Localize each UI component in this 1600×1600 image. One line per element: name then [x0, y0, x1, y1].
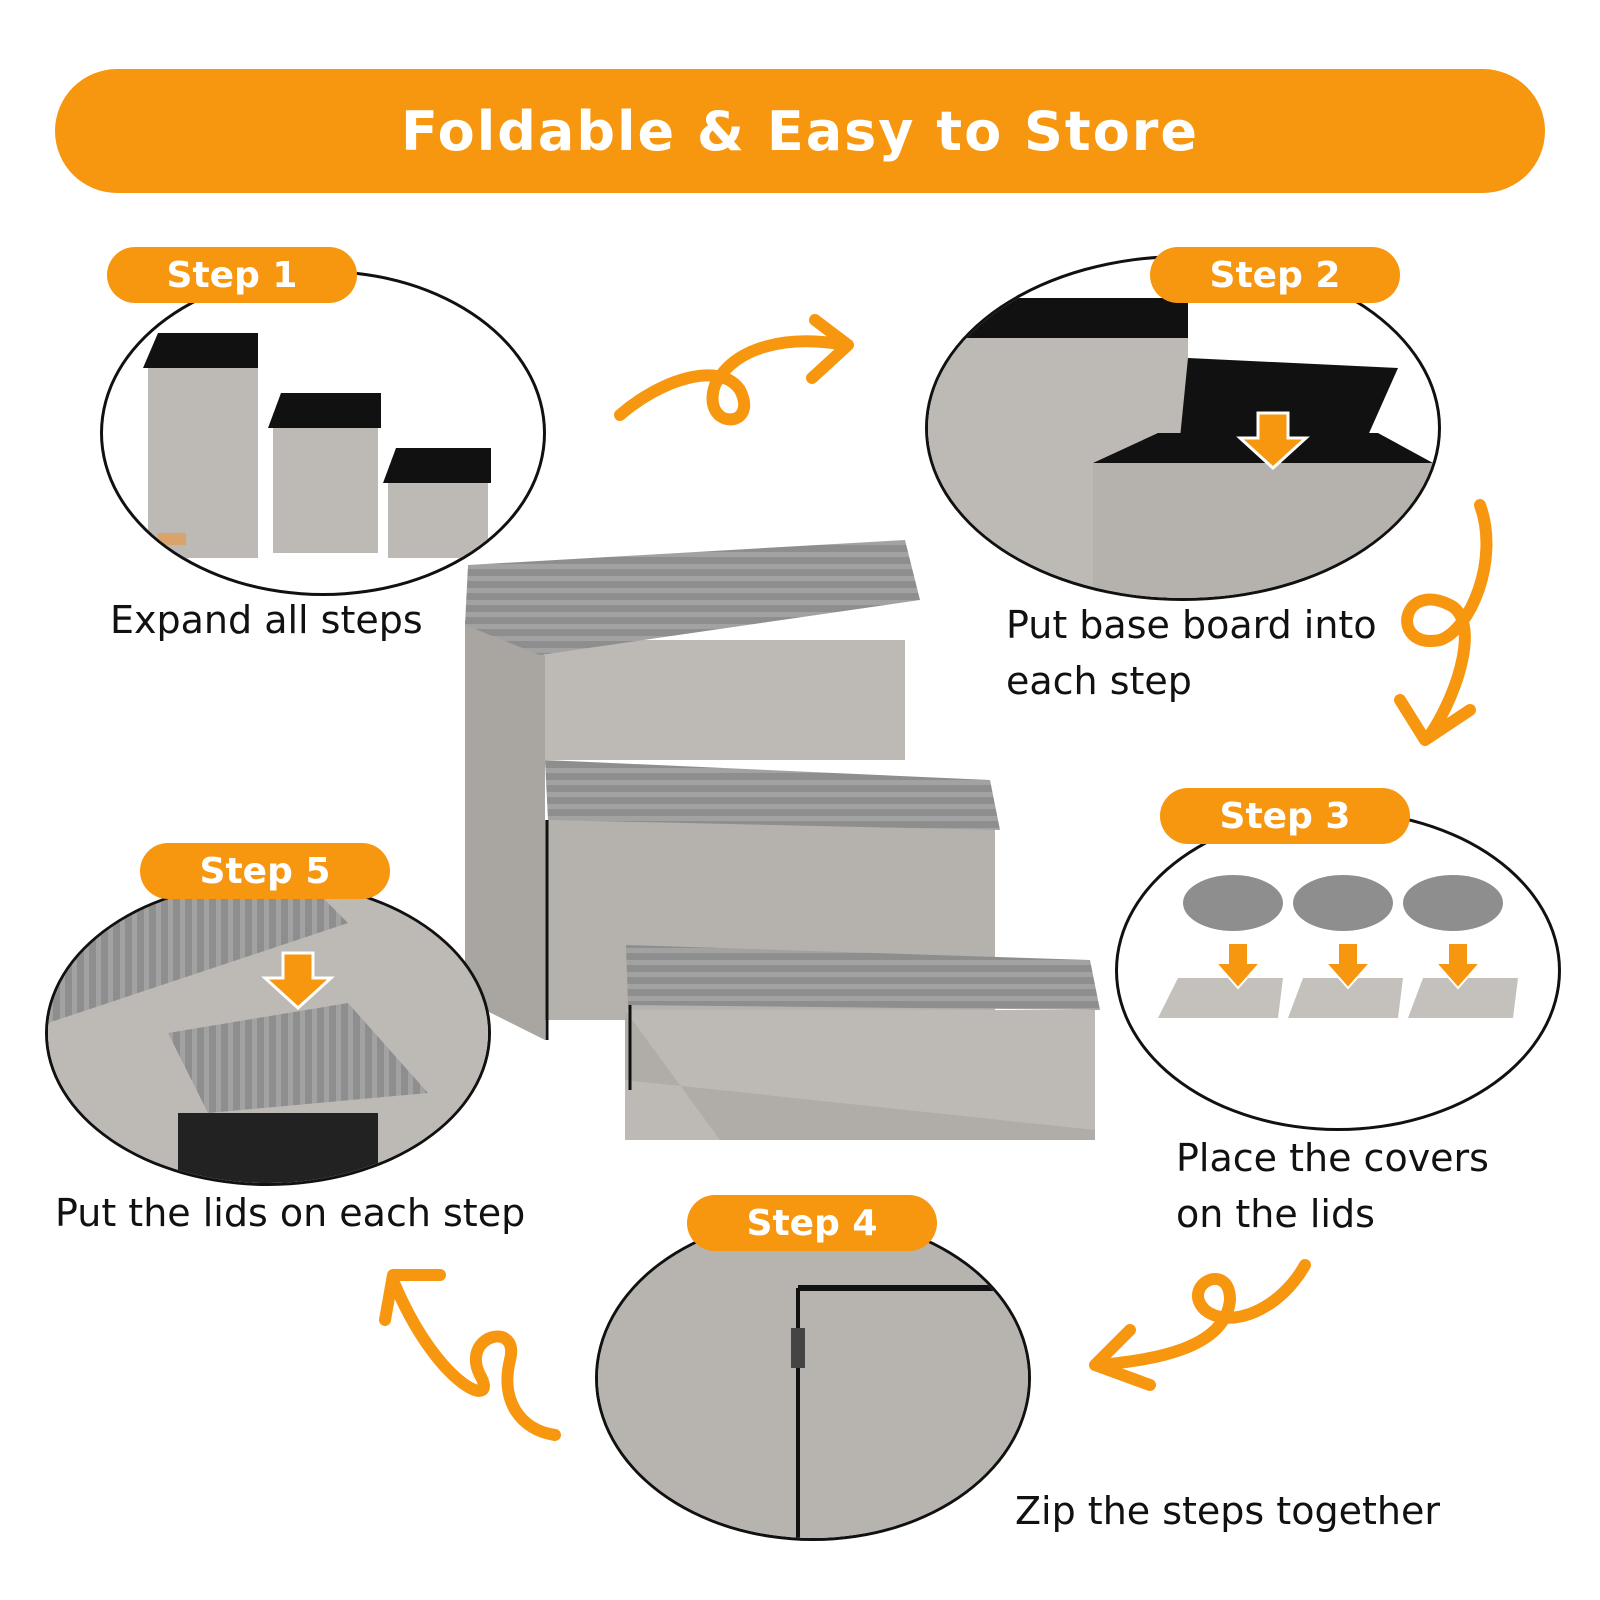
stairs-bottom-step: [625, 945, 1100, 1140]
step4-image: [595, 1215, 1031, 1541]
step1-image: [100, 270, 546, 596]
banner-title: Foldable & Easy to Store: [400, 99, 1200, 163]
step4-badge: Step 4: [687, 1195, 937, 1251]
step3-badge: Step 3: [1160, 788, 1410, 844]
cover-lid-set: [1158, 875, 1518, 1018]
step5-badge: Step 5: [140, 843, 390, 899]
title-banner: Foldable & Easy to Store: [55, 69, 1545, 193]
step1-caption: Expand all steps: [110, 598, 423, 642]
step3-caption: Place the covers on the lids: [1176, 1136, 1489, 1236]
step1-badge: Step 1: [107, 247, 357, 303]
step5-caption: Put the lids on each step: [55, 1191, 526, 1235]
step4-caption: Zip the steps together: [1015, 1489, 1440, 1533]
step2-image: [925, 255, 1441, 601]
step2-badge: Step 2: [1150, 247, 1400, 303]
step5-image: [45, 880, 491, 1186]
step3-image: [1115, 810, 1561, 1131]
step2-caption: Put base board into each step: [1006, 603, 1377, 703]
down-arrow-icon: [1236, 411, 1310, 471]
stairs-top-step: [465, 540, 920, 1040]
